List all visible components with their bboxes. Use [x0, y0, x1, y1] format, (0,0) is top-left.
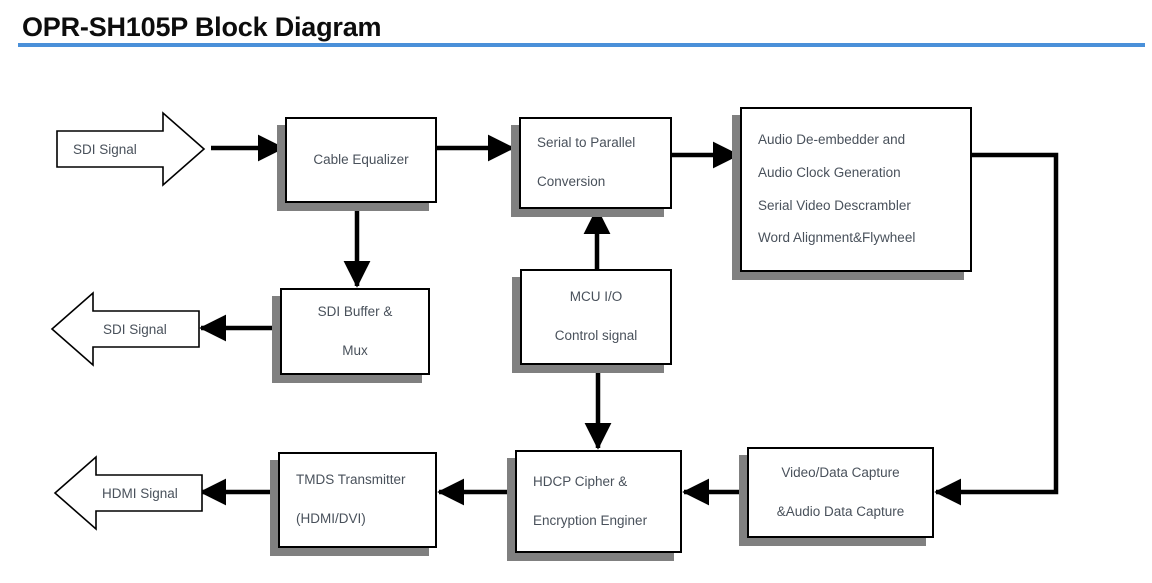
- block-line: MCU I/O: [569, 289, 623, 305]
- block-line: Audio Clock Generation: [758, 164, 901, 180]
- block-audio-deembedder[interactable]: Audio De-embedder and Audio Clock Genera…: [740, 107, 972, 272]
- block-mcu-io[interactable]: MCU I/O Control signal: [520, 269, 672, 365]
- block-cable-equalizer[interactable]: Cable Equalizer: [285, 117, 437, 203]
- block-line: Conversion: [537, 174, 606, 189]
- arrow-left-shape: [53, 455, 203, 531]
- block-line: (HDMI/DVI): [296, 511, 366, 526]
- block-line: Audio De-embedder and: [758, 131, 906, 147]
- signal-hdmi-out: HDMI Signal: [50, 455, 205, 531]
- block-line: &Audio Data Capture: [776, 503, 905, 519]
- block-serial-to-parallel[interactable]: Serial to Parallel Conversion: [519, 117, 672, 209]
- title-underline: [18, 43, 1145, 47]
- block-video-data-capture[interactable]: Video/Data Capture &Audio Data Capture: [747, 447, 934, 538]
- block-line: SDI Buffer &: [317, 303, 393, 319]
- arrow-right-shape: [56, 111, 206, 187]
- block-line: Encryption Enginer: [533, 512, 648, 528]
- block-hdcp-cipher[interactable]: HDCP Cipher & Encryption Enginer: [515, 450, 682, 553]
- block-line: Word Alignment&Flywheel: [758, 230, 916, 246]
- signal-hdmi-out-label: HDMI Signal: [102, 485, 178, 501]
- block-line: Mux: [342, 342, 368, 358]
- page-title: OPR-SH105P Block Diagram: [22, 12, 382, 42]
- block-tmds-transmitter[interactable]: TMDS Transmitter (HDMI/DVI): [278, 452, 437, 548]
- block-line: Cable Equalizer: [313, 151, 409, 167]
- block-line: HDCP Cipher &: [533, 473, 628, 489]
- block-line: TMDS Transmitter: [296, 472, 406, 488]
- block-line: Video/Data Capture: [781, 464, 900, 480]
- signal-sdi-in: SDI Signal: [56, 111, 206, 187]
- block-sdi-buffer-mux[interactable]: SDI Buffer & Mux: [280, 288, 430, 375]
- signal-sdi-out: SDI Signal: [50, 291, 200, 367]
- block-line: Serial Video Descrambler: [758, 197, 911, 213]
- block-line: Control signal: [554, 328, 638, 343]
- signal-sdi-in-label: SDI Signal: [73, 141, 137, 157]
- signal-sdi-out-label: SDI Signal: [103, 321, 167, 337]
- block-line: Serial to Parallel: [537, 135, 636, 151]
- arrow-left-shape: [50, 291, 200, 367]
